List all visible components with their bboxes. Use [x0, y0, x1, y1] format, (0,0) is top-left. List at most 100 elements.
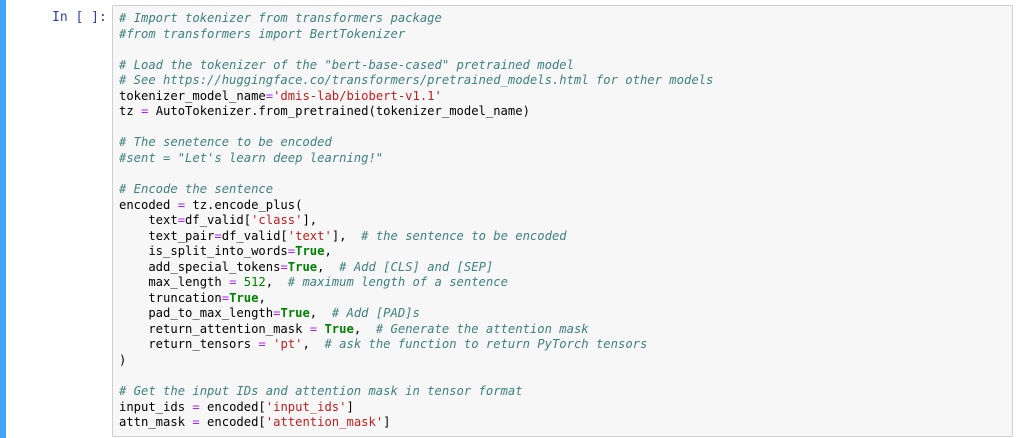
code-operator: = [280, 259, 288, 274]
code-line [119, 166, 713, 182]
code-operator: = [273, 306, 281, 321]
code-keyword: True [229, 290, 259, 305]
code-text: tz [119, 104, 142, 119]
code-text: pad_to_max_length [119, 306, 274, 321]
code-string: 'dmis-lab/biobert-v1.1' [273, 88, 442, 103]
code-text: ], [331, 228, 362, 243]
code-content[interactable]: # Import tokenizer from transformers pac… [119, 11, 713, 431]
code-text: encoded [119, 197, 178, 212]
code-operator: = [177, 197, 186, 212]
code-operator: = [258, 337, 266, 352]
code-comment: # maximum length of a sentence [287, 275, 508, 290]
code-text: text_pair [119, 228, 215, 243]
code-comment: # See https://huggingface.co/transformer… [119, 73, 714, 88]
code-string: 'class' [251, 213, 303, 228]
code-line: return_tensors = 'pt', # ask the functio… [119, 337, 713, 353]
code-keyword: True [295, 244, 325, 259]
code-string: 'text' [287, 228, 332, 243]
code-line: return_attention_mask = True, # Generate… [119, 322, 713, 338]
code-line: # Get the input IDs and attention mask i… [119, 384, 713, 400]
input-prompt: In [ ]: [52, 10, 107, 25]
code-comment: # ask the function to return PyTorch ten… [324, 337, 648, 352]
code-text: ], [302, 213, 318, 228]
code-text [236, 275, 243, 289]
code-text: return_tensors [119, 337, 259, 352]
code-line: add_special_tokens=True, # Add [CLS] and… [119, 260, 713, 276]
code-comment: #from transformers import BertTokenizer [119, 26, 406, 41]
code-line: # Encode the sentence [119, 182, 713, 198]
code-line [119, 369, 713, 385]
code-text: , [324, 244, 332, 259]
code-text: , [353, 321, 376, 336]
code-text: df_valid[ [185, 213, 252, 228]
code-line: # The senetence to be encoded [119, 135, 713, 151]
code-comment: # Encode the sentence [119, 182, 274, 197]
code-text: return_attention_mask [119, 321, 310, 336]
code-text: ] [383, 415, 391, 430]
code-operator: = [192, 415, 200, 430]
code-line: truncation=True, [119, 291, 713, 307]
code-text: tokenizer_model_name [119, 88, 266, 103]
code-line: #from transformers import BertTokenizer [119, 27, 713, 43]
code-operator: = [177, 213, 186, 228]
code-line: tokenizer_model_name='dmis-lab/biobert-v… [119, 89, 713, 105]
code-editor[interactable]: # Import tokenizer from transformers pac… [112, 5, 1013, 437]
code-text: is_split_into_words [119, 244, 288, 259]
code-text: , [265, 275, 288, 290]
code-number: 512 [243, 275, 266, 290]
cell-selection-bar [0, 0, 6, 438]
code-text: , [309, 306, 332, 321]
code-keyword: True [324, 321, 354, 336]
code-text: AutoTokenizer.from_pretrained(tokenizer_… [148, 104, 530, 119]
code-comment: # The senetence to be encoded [119, 135, 332, 150]
code-text: tz.encode_plus( [185, 197, 303, 212]
code-comment: # Load the tokenizer of the "bert-base-c… [119, 57, 574, 72]
code-text: encoded[ [199, 399, 266, 414]
code-line: is_split_into_words=True, [119, 244, 713, 260]
code-comment: #sent = "Let's learn deep learning!" [119, 150, 384, 165]
code-comment: # Add [CLS] and [SEP] [339, 259, 494, 274]
code-text: ) [119, 353, 127, 368]
code-text: max_length [119, 275, 230, 290]
code-line: # Load the tokenizer of the "bert-base-c… [119, 58, 713, 74]
code-comment: # Get the input IDs and attention mask i… [119, 384, 523, 399]
code-operator: = [287, 244, 296, 259]
code-operator: = [141, 104, 149, 119]
code-comment: # Import tokenizer from transformers pac… [119, 11, 442, 25]
code-text: , [258, 290, 266, 305]
code-string: 'attention_mask' [265, 415, 384, 430]
code-operator: = [221, 290, 230, 305]
code-line: max_length = 512, # maximum length of a … [119, 275, 713, 291]
code-text [266, 337, 273, 351]
code-line: text_pair=df_valid['text'], # the senten… [119, 229, 713, 245]
code-line [119, 42, 713, 58]
code-text: encoded[ [199, 415, 266, 430]
code-text: add_special_tokens [119, 259, 281, 274]
code-comment: # Generate the attention mask [375, 321, 589, 336]
code-text: , [317, 259, 340, 274]
code-line: #sent = "Let's learn deep learning!" [119, 151, 713, 167]
code-line: encoded = tz.encode_plus( [119, 198, 713, 214]
code-line: attn_mask = encoded['attention_mask'] [119, 415, 713, 431]
code-line: pad_to_max_length=True, # Add [PAD]s [119, 306, 713, 322]
code-operator: = [214, 228, 222, 243]
code-string: 'pt' [273, 337, 303, 352]
code-operator: = [309, 321, 318, 336]
code-comment: # the sentence to be encoded [361, 228, 567, 243]
code-line: ) [119, 353, 713, 369]
code-keyword: True [287, 259, 318, 274]
code-text: input_ids [119, 399, 193, 414]
code-text: , [302, 337, 325, 352]
code-line: text=df_valid['class'], [119, 213, 713, 229]
code-text: truncation [119, 290, 222, 305]
code-operator: = [229, 275, 237, 290]
code-line [119, 120, 713, 136]
code-comment: # Add [PAD]s [331, 306, 420, 321]
code-string: 'input_ids' [265, 399, 347, 414]
code-text: df_valid[ [221, 228, 288, 243]
code-operator: = [265, 88, 274, 103]
code-line: # Import tokenizer from transformers pac… [119, 11, 713, 27]
code-line: tz = AutoTokenizer.from_pretrained(token… [119, 104, 713, 120]
code-operator: = [192, 399, 200, 414]
